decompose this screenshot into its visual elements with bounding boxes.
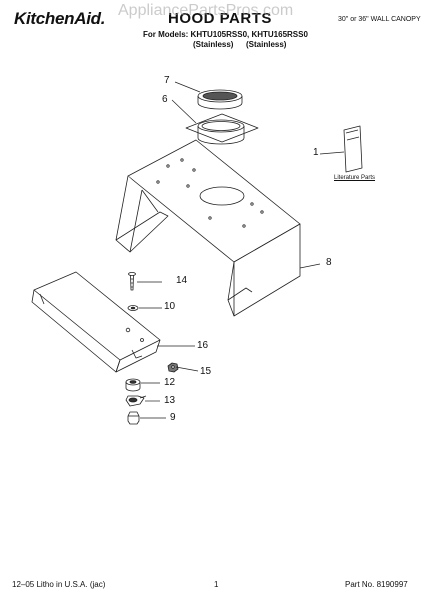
leader-lines bbox=[137, 81, 345, 419]
part-6-duct-collar bbox=[185, 113, 259, 145]
callout-9: 9 bbox=[170, 412, 176, 423]
finish-label-2: (Stainless) bbox=[246, 40, 287, 49]
callout-7: 7 bbox=[164, 75, 170, 86]
callout-1: 1 bbox=[313, 147, 319, 158]
callout-6: 6 bbox=[162, 94, 168, 105]
callout-8: 8 bbox=[326, 257, 332, 268]
models-line: For Models: KHTU105RSS0, KHTU165RSS0 bbox=[143, 30, 308, 39]
part-9-nut bbox=[127, 411, 140, 425]
callout-12: 12 bbox=[164, 377, 176, 388]
finish-label-1: (Stainless) bbox=[193, 40, 234, 49]
callout-10: 10 bbox=[164, 301, 176, 312]
part-15-nut bbox=[167, 362, 179, 373]
part-12-cap bbox=[125, 378, 141, 392]
callout-16: 16 bbox=[197, 340, 209, 351]
part-14-screw bbox=[128, 271, 136, 291]
part-13-bracket bbox=[125, 395, 147, 407]
footer-litho: 12–05 Litho in U.S.A. (jac) bbox=[12, 580, 106, 589]
part-10-washer bbox=[127, 305, 139, 311]
canopy-size-label: 30" or 36" WALL CANOPY bbox=[338, 16, 421, 23]
part-8-canopy-hood bbox=[115, 139, 301, 317]
callout-14: 14 bbox=[176, 275, 188, 286]
part-1-literature bbox=[343, 125, 363, 173]
literature-parts-label: Literature Parts bbox=[334, 175, 376, 181]
part-number: Part No. 8190997 bbox=[345, 580, 408, 589]
part-16-housing bbox=[31, 271, 161, 373]
part-7-damper bbox=[197, 89, 243, 110]
brand-logo: KitchenAid. bbox=[14, 9, 106, 28]
callout-13: 13 bbox=[164, 395, 176, 406]
callout-15: 15 bbox=[200, 366, 212, 377]
page-title: HOOD PARTS bbox=[168, 10, 272, 27]
page-number: 1 bbox=[214, 580, 219, 589]
